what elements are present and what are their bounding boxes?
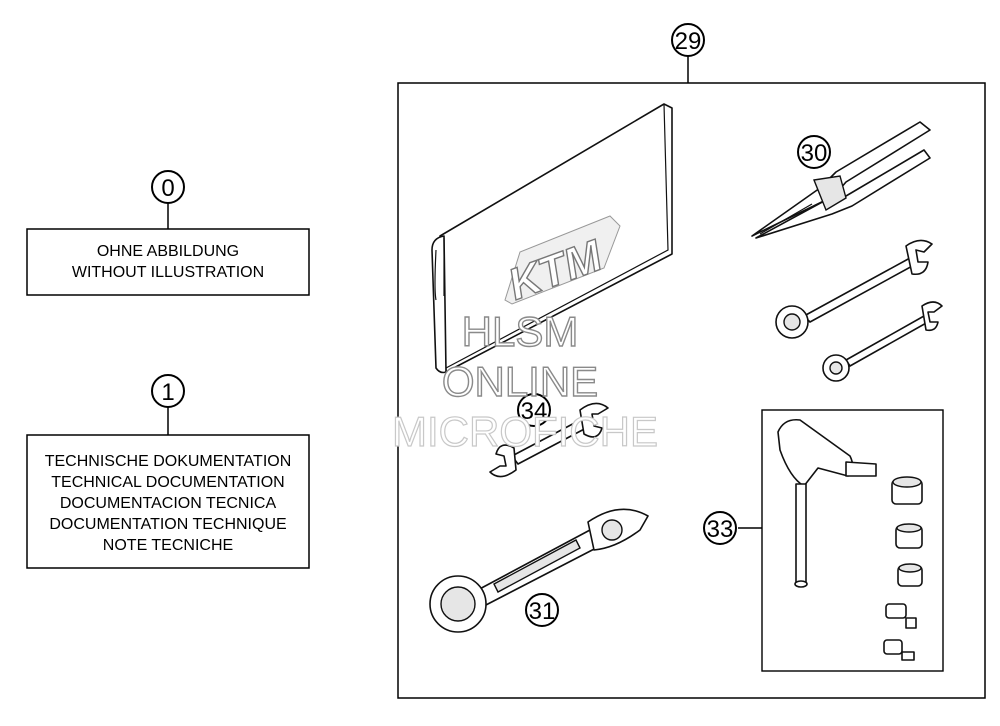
callout-29: 29 [671,23,705,83]
ref-number-1: 1 [161,379,174,406]
ref-number-0: 0 [161,175,174,202]
box0-line-2: WITHOUT ILLUSTRATION [72,264,264,281]
box1-line-4: DOCUMENTATION TECHNIQUE [49,516,286,533]
box1-line-3: DOCUMENTACION TECNICA [60,495,277,512]
ref-number-31: 31 [529,598,556,625]
watermark-line-3: MICROFICHE [392,408,658,455]
combination-wrench-large [775,239,933,339]
hex-set-frame [761,409,944,672]
box0-line-1: OHNE ABBILDUNG [97,243,239,260]
box1-line-1: TECHNISCHE DOKUMENTATION [45,453,292,470]
tool-kit-frame [397,82,986,699]
ref-number-29: 29 [675,28,702,55]
watermark: HLSM ONLINE MICROFICHE [391,307,658,455]
without-illustration-box: OHNE ABBILDUNG WITHOUT ILLUSTRATION [26,228,310,296]
pliers [751,121,931,239]
callout-0: 0 [151,170,185,229]
bit-socket-1 [891,476,923,505]
callout-1: 1 [151,374,185,435]
bit-socket-3 [897,563,923,587]
box1-line-5: NOTE TECNICHE [103,537,233,554]
ring-spanner [429,508,649,633]
bit-socket-2 [895,523,923,549]
ref-number-30: 30 [801,140,828,167]
watermark-line-1: HLSM [462,308,579,355]
technical-documentation-box: TECHNISCHE DOKUMENTATION TECHNICAL DOCUM… [26,434,310,569]
box1-line-2: TECHNICAL DOCUMENTATION [51,474,284,491]
callout-30: 30 [797,135,831,169]
callout-33: 33 [703,511,762,545]
ref-number-33: 33 [707,516,734,543]
tool-bag: KTM [431,103,673,374]
watermark-line-2: ONLINE [442,358,598,405]
combination-wrench-small [822,301,943,382]
callout-34: 34 [517,393,551,427]
open-end-wrench [489,402,609,478]
hex-bit-1 [885,603,917,629]
ref-number-34: 34 [521,398,548,425]
hex-bit-2 [883,639,915,661]
callout-31: 31 [525,593,559,627]
t-handle-hex-key [777,418,877,588]
